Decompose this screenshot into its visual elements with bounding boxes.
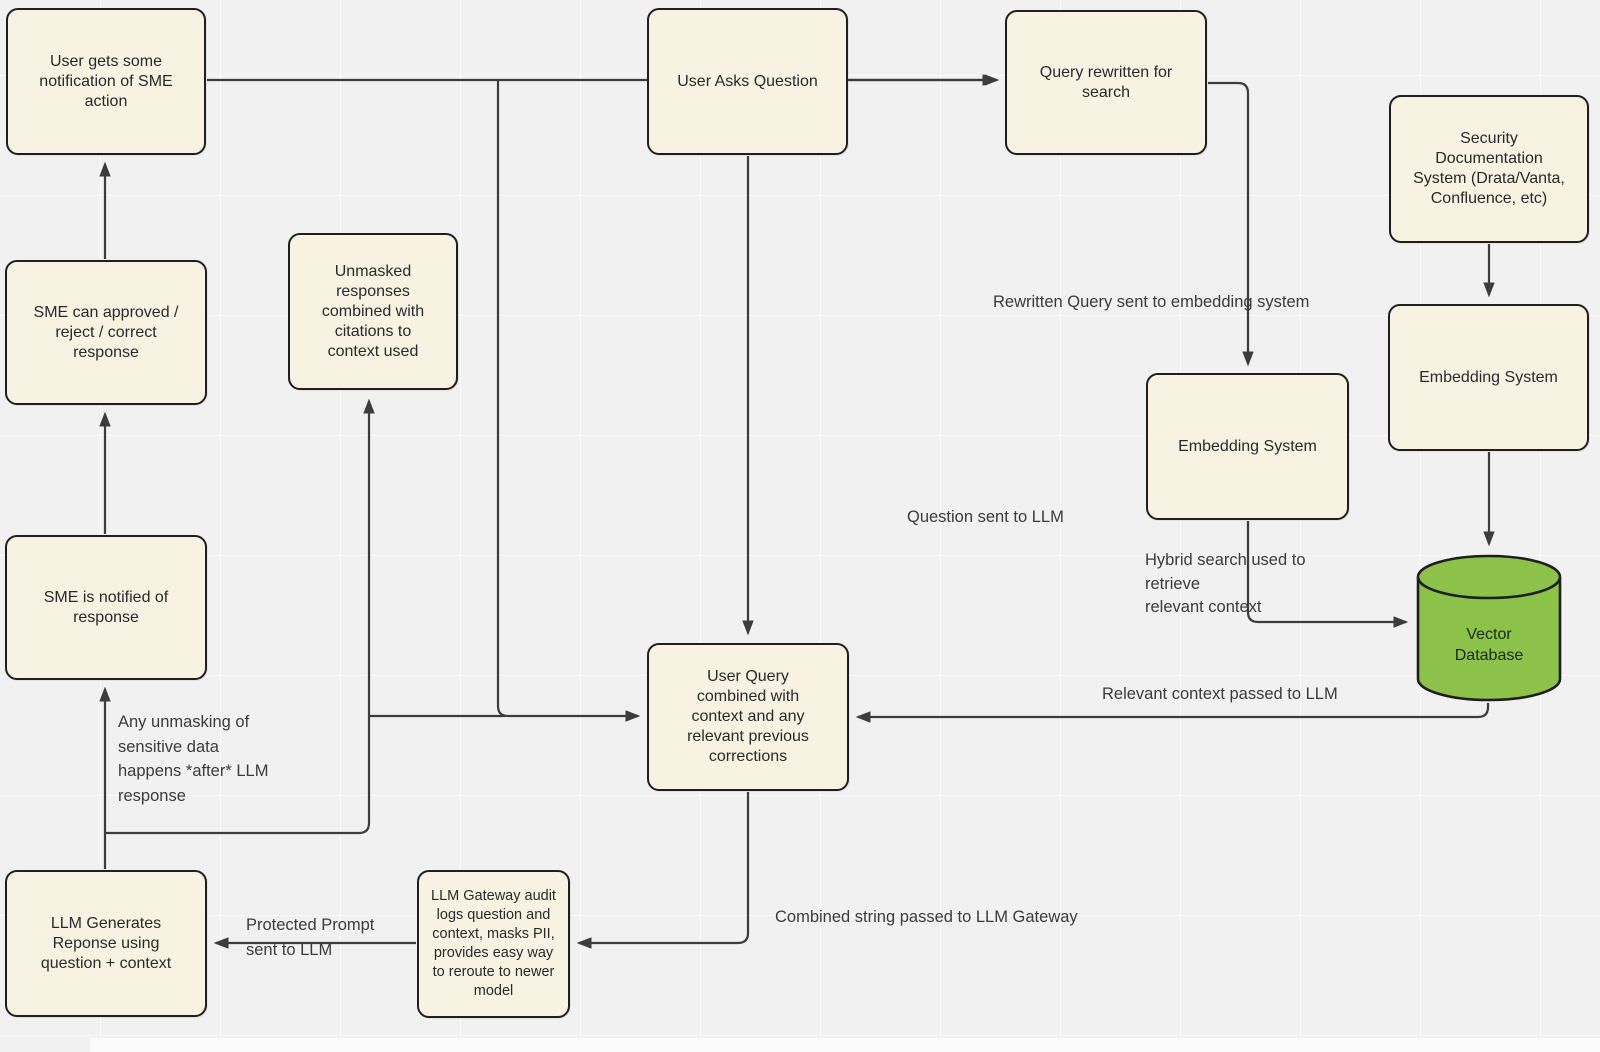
label-rewritten-query: Rewritten Query sent to embedding system — [993, 293, 1310, 311]
node-unmasked-responses-label: Unmasked responses combined with citatio… — [321, 262, 425, 360]
label-hybrid-search: Hybrid search used to retrieve relevant … — [1145, 551, 1306, 616]
node-user-notification-label: User gets some notification of SME actio… — [39, 52, 173, 110]
node-user-notification: User gets some notification of SME actio… — [6, 8, 206, 155]
node-sme-notified-label: SME is notified of response — [43, 588, 169, 626]
page-boundary-strip — [90, 1038, 1600, 1052]
node-embedding-system-left-label: Embedding System — [1178, 437, 1317, 455]
node-query-rewritten: Query rewritten for search — [1005, 10, 1207, 155]
edge-branch-to-user-query — [496, 80, 638, 716]
label-relevant-context: Relevant context passed to LLM — [1102, 685, 1338, 703]
node-query-rewritten-label: Query rewritten for search — [1039, 63, 1173, 101]
node-security-doc-system: Security Documentation System (Drata/Van… — [1389, 95, 1589, 243]
node-user-query-combined: User Query combined with context and any… — [647, 643, 849, 791]
edge-vector-db-to-user-query — [858, 703, 1490, 717]
node-security-doc-system-label: Security Documentation System (Drata/Van… — [1413, 130, 1565, 207]
edge-loop-to-unmasked — [105, 401, 369, 835]
node-embedding-system-right-label: Embedding System — [1419, 368, 1558, 386]
database-cylinder-icon — [1416, 554, 1562, 702]
label-combined-string: Combined string passed to LLM Gateway — [775, 908, 1078, 926]
node-user-asks-question-label: User Asks Question — [677, 72, 818, 90]
edge-embedding-left-to-vector-db — [1246, 521, 1406, 622]
node-vector-database-label: Vector Database — [1454, 626, 1524, 664]
node-llm-gateway-label: LLM Gateway audit logs question and cont… — [431, 888, 556, 999]
node-llm-gateway: LLM Gateway audit logs question and cont… — [417, 870, 570, 1018]
node-unmasked-responses: Unmasked responses combined with citatio… — [288, 233, 458, 390]
edge-user-query-to-llm-gateway — [579, 792, 750, 943]
node-llm-generates: LLM Generates Reponse using question + c… — [5, 870, 207, 1017]
node-user-query-combined-label: User Query combined with context and any… — [687, 668, 809, 765]
node-embedding-system-right: Embedding System — [1388, 304, 1589, 451]
node-user-asks-question: User Asks Question — [647, 8, 848, 155]
node-sme-notified: SME is notified of response — [5, 535, 207, 680]
node-sme-approve-label: SME can approved / reject / correct resp… — [33, 303, 179, 361]
label-any-unmasking: Any unmasking of sensitive data happens … — [118, 713, 269, 805]
label-protected-prompt: Protected Prompt sent to LLM — [246, 916, 375, 959]
edge-query-rewritten-to-embedding-left — [1208, 81, 1248, 364]
node-embedding-system-left: Embedding System — [1146, 373, 1349, 520]
node-llm-generates-label: LLM Generates Reponse using question + c… — [40, 914, 172, 972]
node-vector-database: Vector Database — [1415, 553, 1563, 703]
label-question-sent: Question sent to LLM — [907, 508, 1064, 526]
node-sme-approve: SME can approved / reject / correct resp… — [5, 260, 207, 405]
